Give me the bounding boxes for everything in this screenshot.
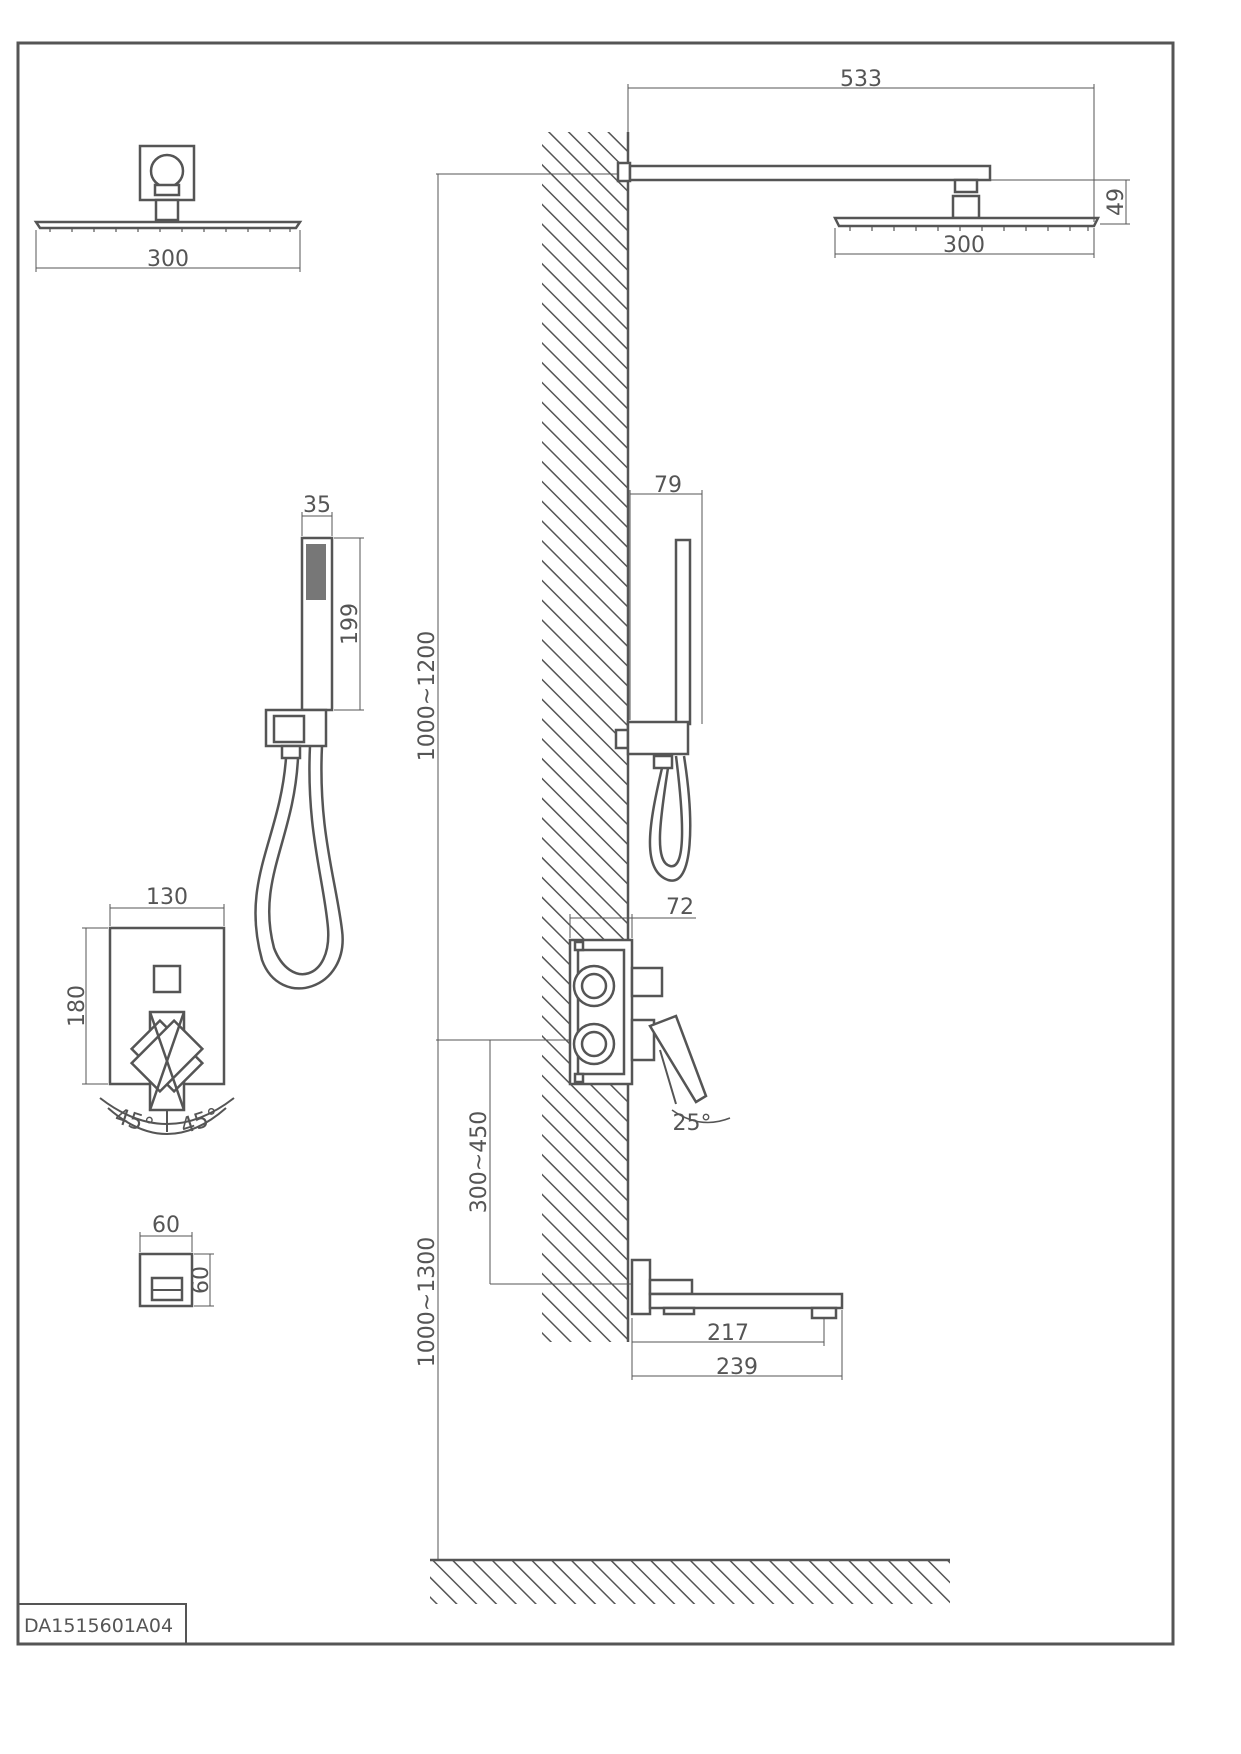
valve-cover-plate	[99, 926, 235, 1135]
dim-spout-outer	[631, 1310, 843, 1380]
dim-plate-height-label: 180	[65, 985, 90, 1027]
dim-handshower-length-label: 199	[338, 603, 363, 645]
wall-hatching	[542, 132, 628, 1342]
handshower-front-view	[254, 536, 344, 990]
dim-spout-inner	[631, 1318, 825, 1346]
dim-plate-width-label: 130	[146, 885, 188, 910]
dim-plate-height	[82, 927, 108, 1085]
dim-spout-height-label: 1000~1300	[415, 1237, 440, 1367]
title-block	[17, 1603, 187, 1645]
dim-arm-length-label: 533	[840, 67, 882, 92]
concealed-valve-body	[568, 938, 731, 1124]
dim-spout-to-valve	[489, 1040, 632, 1285]
dim-head-top-width	[35, 230, 301, 272]
dim-arm-length	[627, 84, 1095, 222]
dim-head-side-height-label: 49	[1104, 188, 1129, 216]
diverter-knob	[138, 1252, 194, 1308]
dim-diverter-width-label: 60	[152, 1213, 180, 1238]
dim-handshower-width-label: 35	[303, 493, 331, 518]
dim-handshower-width	[301, 512, 333, 536]
tub-spout	[630, 1258, 844, 1320]
handshower-side-view	[614, 538, 692, 882]
dim-handshower-length	[334, 537, 364, 711]
dim-spout-inner-label: 217	[707, 1321, 749, 1346]
shower-arm	[616, 161, 1101, 231]
dim-plate-width	[109, 904, 225, 926]
dim-handshower-offset	[629, 490, 703, 724]
shower-head-top-view	[33, 144, 303, 232]
dim-head-side-width	[834, 228, 1095, 258]
dim-handle-tilt-label: 25°	[673, 1111, 712, 1136]
dim-head-side-width-label: 300	[943, 233, 985, 258]
dim-spout-to-valve-label: 300~450	[467, 1111, 492, 1213]
dim-diverter-height	[194, 1253, 214, 1307]
dim-diverter-height-label: 60	[189, 1266, 214, 1294]
dim-valve-depth	[569, 914, 696, 938]
dim-diverter-width	[139, 1232, 193, 1252]
dim-head-side-height	[980, 179, 1130, 225]
drawing-frame	[16, 41, 1175, 1646]
dim-head-top-width-label: 300	[147, 247, 189, 272]
drawing-code: DA1515601A04	[24, 1615, 173, 1637]
dim-shower-height-label: 1000~1200	[415, 631, 440, 761]
floor-hatching	[430, 1560, 950, 1604]
dim-spout-outer-label: 239	[716, 1355, 758, 1380]
dim-handshower-offset-label: 79	[654, 473, 682, 498]
dim-shower-height	[436, 173, 618, 1041]
dim-valve-depth-label: 72	[666, 895, 694, 920]
